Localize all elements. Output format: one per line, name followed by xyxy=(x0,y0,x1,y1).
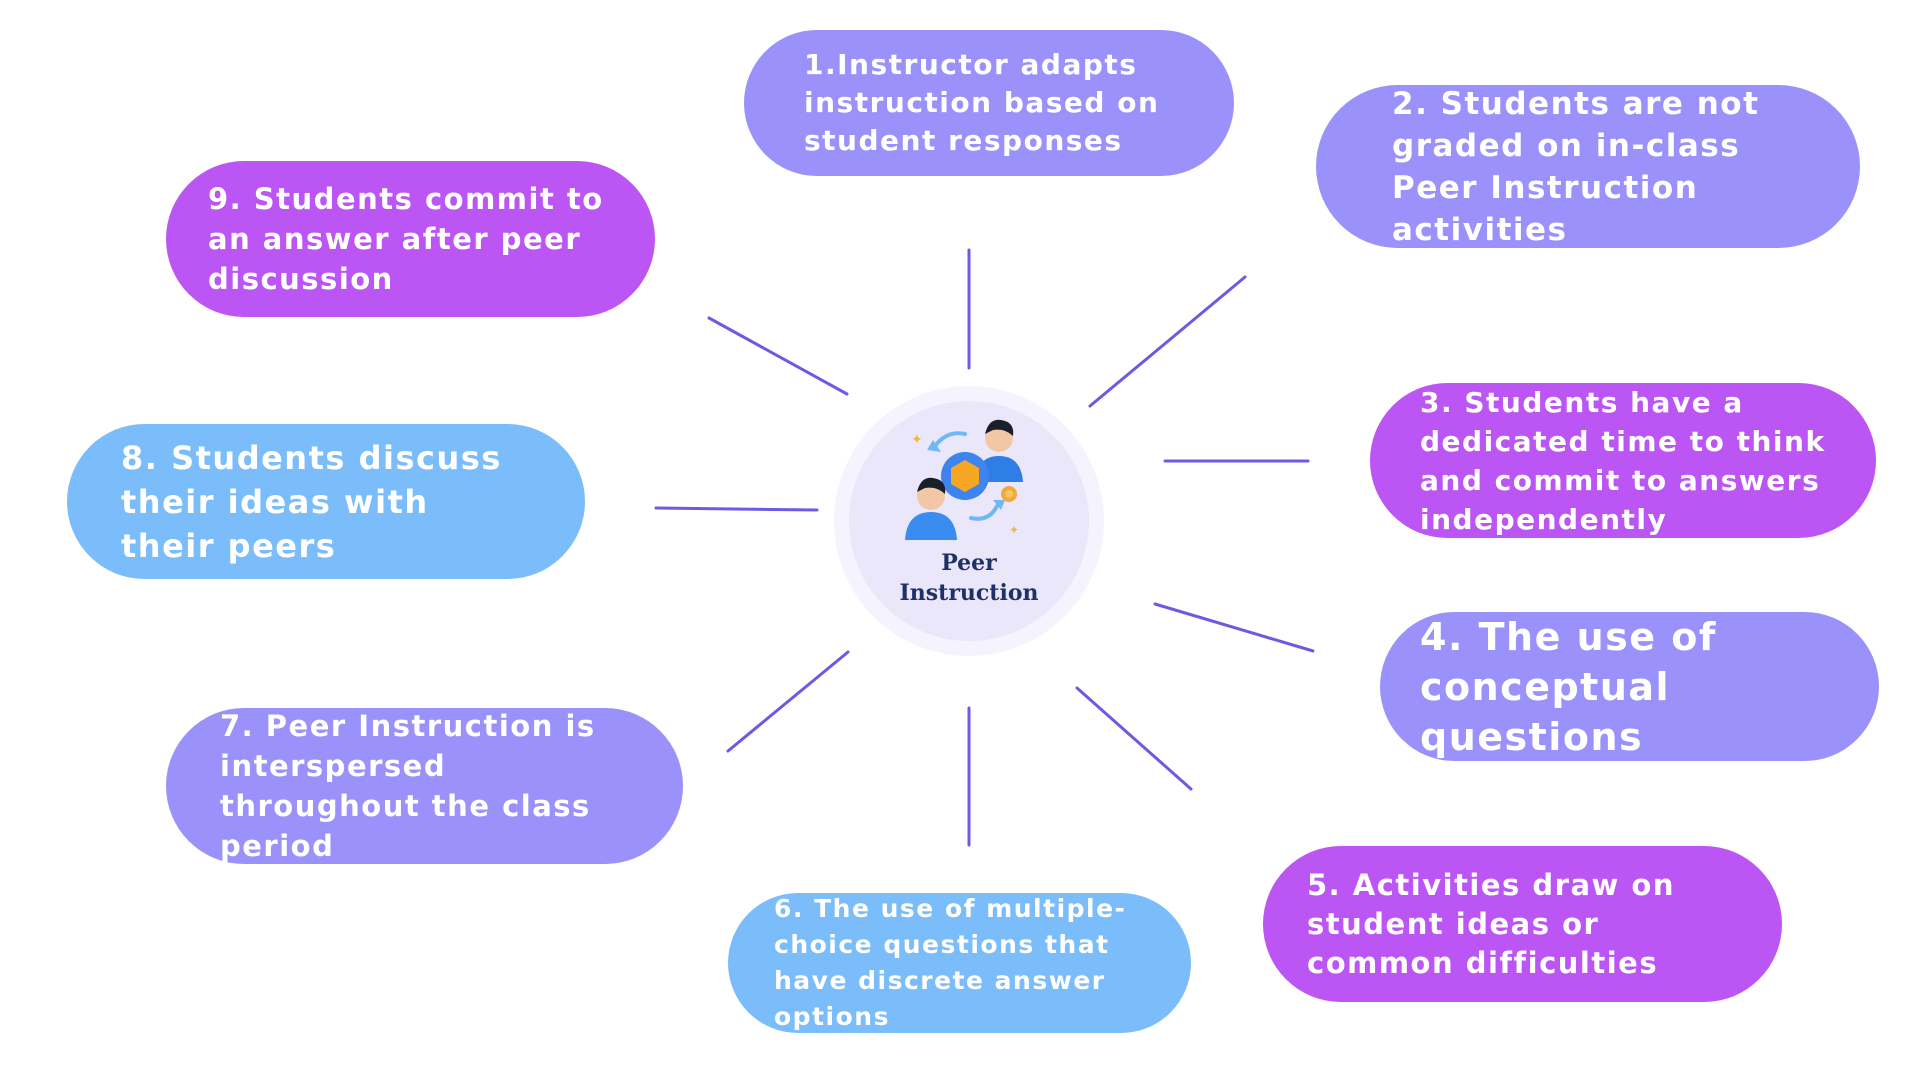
node-3-text: 3. Students have a dedicated time to thi… xyxy=(1420,385,1826,536)
hub-label-line2: Instruction xyxy=(899,580,1039,606)
node-6-multiple-choice: 6. The use of multiple-choice questions … xyxy=(728,893,1191,1033)
node-4-text: 4. The use of conceptual questions xyxy=(1420,614,1717,759)
svg-text:✦: ✦ xyxy=(911,432,923,448)
node-5-student-ideas: 5. Activities draw on student ideas or c… xyxy=(1263,846,1782,1002)
hub-circle xyxy=(849,401,1089,641)
node-7-interspersed: 7. Peer Instruction is interspersed thro… xyxy=(166,708,683,864)
spoke-2 xyxy=(1088,275,1247,408)
peer-students-icon: ✦ ✦ xyxy=(905,419,1023,540)
spoke-5 xyxy=(1075,686,1193,791)
node-9-text: 9. Students commit to an answer after pe… xyxy=(208,182,604,296)
spoke-8 xyxy=(654,506,819,512)
node-5-text: 5. Activities draw on student ideas or c… xyxy=(1307,867,1675,980)
node-1-text: 1.Instructor adapts instruction based on… xyxy=(804,48,1160,157)
node-9-commit-after-discussion: 9. Students commit to an answer after pe… xyxy=(166,161,655,317)
node-6-text: 6. The use of multiple-choice questions … xyxy=(774,894,1127,1031)
node-3-dedicated-time: 3. Students have a dedicated time to thi… xyxy=(1370,383,1876,538)
spoke-7 xyxy=(726,650,850,753)
node-4-conceptual-questions: 4. The use of conceptual questions xyxy=(1380,612,1879,761)
node-8-discuss-with-peers: 8. Students discuss their ideas with the… xyxy=(67,424,585,579)
node-2-not-graded: 2. Students are not graded on in-class P… xyxy=(1316,85,1860,248)
node-8-text: 8. Students discuss their ideas with the… xyxy=(121,438,502,565)
hub-label-line1: Peer xyxy=(941,550,997,576)
node-7-text: 7. Peer Instruction is interspersed thro… xyxy=(220,709,596,863)
hub-label: Peer Instruction xyxy=(849,548,1089,608)
spoke-4 xyxy=(1153,602,1315,653)
svg-text:✦: ✦ xyxy=(1009,523,1019,537)
node-1-instructor-adapts: 1.Instructor adapts instruction based on… xyxy=(744,30,1234,176)
node-2-text: 2. Students are not graded on in-class P… xyxy=(1392,85,1760,248)
spoke-9 xyxy=(707,316,849,396)
